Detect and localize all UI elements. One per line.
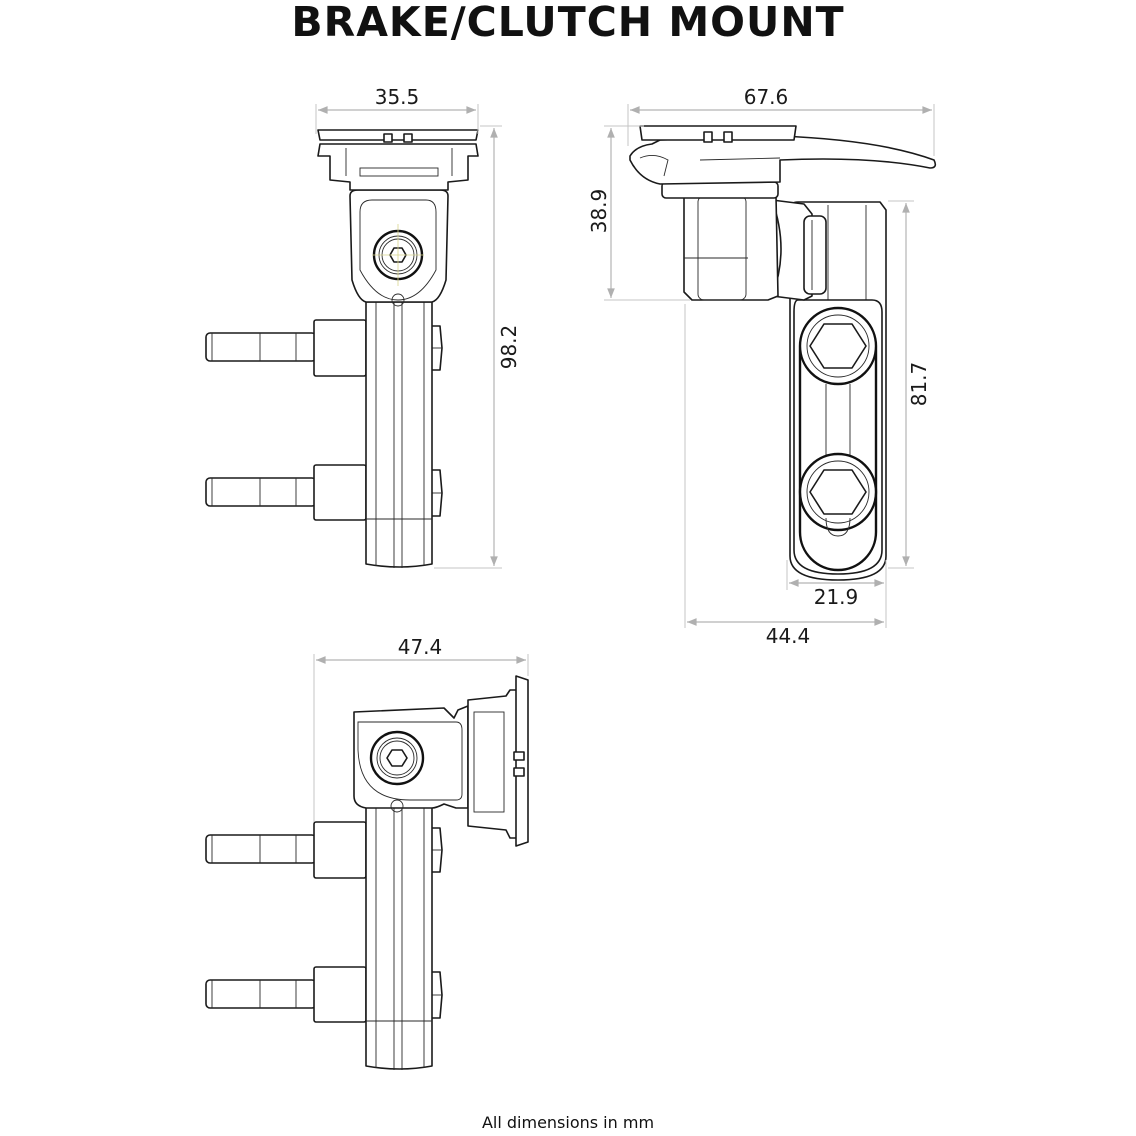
dimension-clamp-height-side: 81.7 [888, 200, 931, 569]
dimension-width-front: 35.5 [315, 85, 479, 134]
front-view [205, 129, 479, 568]
mounting-pin-lower [205, 464, 367, 521]
dimension-clamp-width-side: 21.9 [786, 560, 887, 628]
mount-plate [317, 129, 479, 141]
shaft [365, 301, 433, 568]
adapter-base [317, 143, 479, 191]
rotated-view [205, 675, 529, 1070]
mount-plate-side [639, 125, 797, 141]
ball-joint [771, 199, 813, 301]
side-view [629, 125, 937, 581]
shaft-rotated [365, 805, 433, 1070]
release-lever [629, 135, 937, 185]
dimension-label-81-7: 81.7 [907, 362, 931, 407]
dimension-label-67-6: 67.6 [744, 85, 789, 109]
units-note: All dimensions in mm [481, 1113, 655, 1132]
mounting-pin-upper [205, 319, 367, 377]
mounting-pin-upper-rotated [205, 821, 367, 879]
mounting-pin-lower-rotated [205, 966, 367, 1023]
mount-plate-rotated [515, 675, 529, 847]
page-title: BRAKE/CLUTCH MOUNT [291, 0, 845, 46]
dimension-head-height-side: 38.9 [587, 125, 690, 301]
hex-bolt-upper-icon [809, 323, 867, 369]
dimension-label-44-4: 44.4 [766, 624, 811, 648]
dimension-label-47-4: 47.4 [398, 635, 443, 659]
hex-socket-rotated-icon [386, 749, 408, 767]
dimension-label-35-5: 35.5 [375, 85, 420, 109]
dimension-label-98-2: 98.2 [497, 325, 521, 370]
dimension-height-front: 98.2 [434, 125, 523, 569]
dimension-base-width-side: 44.4 [684, 304, 885, 648]
dimension-label-21-9: 21.9 [814, 585, 859, 609]
dimension-label-38-9: 38.9 [587, 189, 611, 234]
dimension-overall-width-side: 67.6 [627, 85, 935, 156]
hex-bolt-lower-icon [809, 469, 867, 515]
dimension-width-rotated: 47.4 [313, 635, 529, 822]
